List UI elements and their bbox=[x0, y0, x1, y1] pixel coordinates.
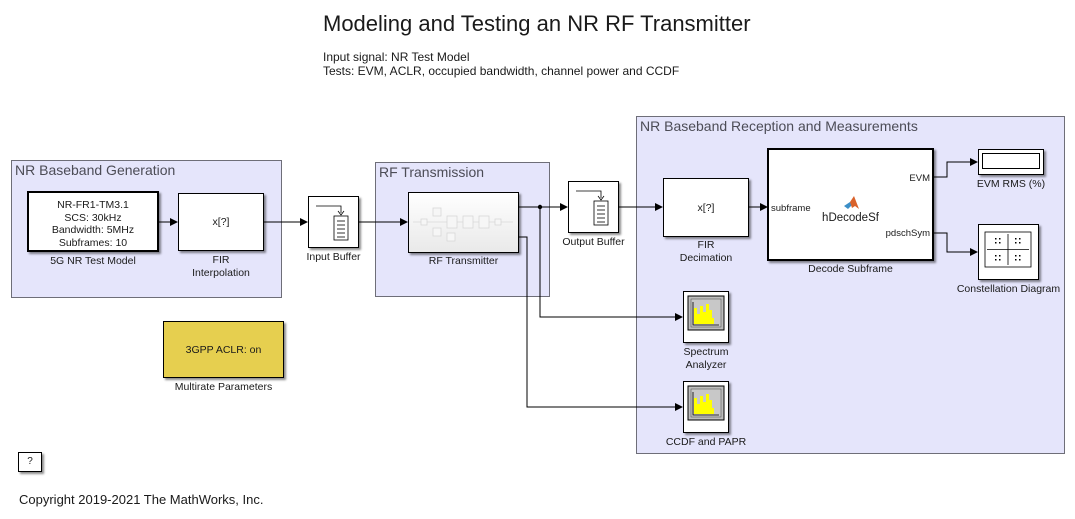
caption-line: Interpolation bbox=[192, 267, 250, 279]
constellation-icon bbox=[984, 231, 1032, 268]
caption-output-buffer: Output Buffer bbox=[562, 236, 625, 248]
block-constellation-diagram[interactable] bbox=[978, 224, 1039, 280]
buffer-icon bbox=[316, 205, 349, 241]
param-subframes: Subframes: 10 bbox=[58, 236, 128, 249]
param-test-model: NR-FR1-TM3.1 bbox=[57, 199, 129, 211]
block-5g-nr-test-model[interactable]: NR-FR1-TM3.1 SCS: 30kHz Bandwidth: 5MHz … bbox=[27, 191, 159, 252]
block-fir-interpolation[interactable]: x[?] bbox=[178, 193, 264, 251]
port-evm: EVM bbox=[909, 173, 930, 184]
block-ccdf-papr[interactable] bbox=[683, 381, 729, 433]
caption-rf-transmitter: RF Transmitter bbox=[428, 255, 499, 267]
ccdf-scope-icon bbox=[687, 385, 725, 421]
model-description: Input signal: NR Test Model Tests: EVM, … bbox=[323, 50, 679, 78]
caption-multirate-parameters: Multirate Parameters bbox=[174, 381, 273, 393]
caption-evm-rms: EVM RMS (%) bbox=[976, 178, 1046, 190]
evm-value-display bbox=[982, 153, 1040, 169]
rf-chain-icon bbox=[413, 207, 513, 242]
block-fir-decimation[interactable]: x[?] bbox=[663, 178, 749, 237]
block-decode-subframe[interactable]: subframe EVM pdschSym hDecodeSf bbox=[767, 148, 934, 261]
block-input-buffer[interactable] bbox=[308, 196, 359, 248]
caption-decode-subframe: Decode Subframe bbox=[808, 263, 893, 275]
caption-line: Decimation bbox=[679, 252, 733, 264]
block-rf-transmitter[interactable] bbox=[408, 192, 519, 253]
test-model-params: NR-FR1-TM3.1 SCS: 30kHz Bandwidth: 5MHz … bbox=[29, 199, 157, 249]
area-title-generation: NR Baseband Generation bbox=[15, 162, 176, 178]
caption-line: FIR bbox=[697, 239, 715, 251]
block-multirate-parameters[interactable]: 3GPP ACLR: on bbox=[163, 321, 284, 378]
fir-interp-content: x[?] bbox=[212, 216, 230, 228]
caption-ccdf-papr: CCDF and PAPR bbox=[665, 436, 747, 448]
spectrum-scope-icon bbox=[687, 295, 725, 331]
wire-pdsch-to-constellation bbox=[934, 232, 978, 256]
multirate-content: 3GPP ACLR: on bbox=[185, 344, 262, 356]
wire-rf-to-ccdf bbox=[519, 236, 683, 411]
help-icon: ? bbox=[27, 456, 33, 467]
description-line-tests: Tests: EVM, ACLR, occupied bandwidth, ch… bbox=[323, 64, 680, 78]
area-title-rf: RF Transmission bbox=[379, 164, 485, 180]
param-scs: SCS: 30kHz bbox=[64, 211, 122, 224]
wire-branch-to-spectrum bbox=[539, 207, 683, 321]
matlab-logo-icon bbox=[844, 196, 859, 209]
caption-line: Spectrum bbox=[683, 346, 729, 358]
buffer-icon bbox=[576, 190, 609, 226]
param-bandwidth: Bandwidth: 5MHz bbox=[51, 224, 135, 236]
wire-evm-to-display bbox=[934, 158, 978, 178]
branch-point bbox=[537, 204, 543, 210]
caption-line: FIR bbox=[212, 254, 230, 266]
caption-test-model: 5G NR Test Model bbox=[50, 255, 136, 267]
fir-decim-content: x[?] bbox=[697, 202, 715, 214]
model-title: Modeling and Testing an NR RF Transmitte… bbox=[323, 11, 751, 36]
block-spectrum-analyzer[interactable] bbox=[683, 291, 729, 343]
function-name: hDecodeSf bbox=[822, 212, 879, 224]
caption-spectrum-analyzer: Spectrum Analyzer bbox=[663, 346, 749, 372]
caption-line: Analyzer bbox=[685, 359, 727, 371]
caption-constellation-diagram: Constellation Diagram bbox=[956, 283, 1061, 295]
port-pdschsym: pdschSym bbox=[885, 228, 930, 239]
block-output-buffer[interactable] bbox=[568, 181, 619, 233]
caption-fir-decimation: FIR Decimation bbox=[663, 239, 749, 265]
area-title-reception: NR Baseband Reception and Measurements bbox=[640, 118, 918, 134]
description-line-input: Input signal: NR Test Model bbox=[323, 50, 470, 64]
block-evm-display[interactable] bbox=[978, 149, 1044, 175]
port-subframe: subframe bbox=[771, 203, 811, 214]
caption-input-buffer: Input Buffer bbox=[306, 251, 361, 263]
caption-fir-interpolation: FIR Interpolation bbox=[178, 254, 264, 280]
copyright-notice: Copyright 2019-2021 The MathWorks, Inc. bbox=[19, 492, 264, 507]
help-button[interactable]: ? bbox=[18, 452, 42, 472]
